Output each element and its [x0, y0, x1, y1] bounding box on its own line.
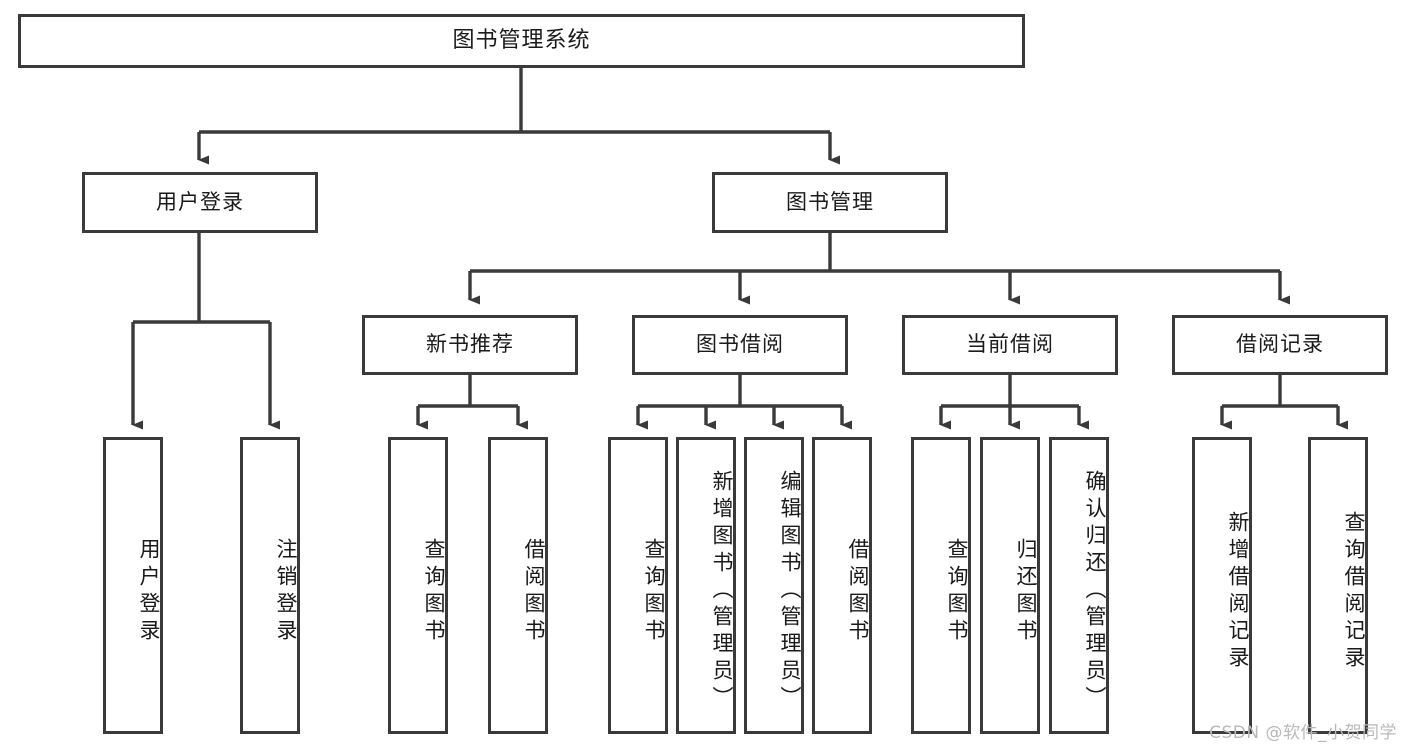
node-leaf-borrow-book-2[interactable]: 借阅图书	[812, 437, 872, 734]
node-borrow-record[interactable]: 借阅记录	[1172, 315, 1388, 375]
node-user-login[interactable]: 用户登录	[82, 172, 318, 233]
node-leaf-user-login[interactable]: 用户登录	[103, 437, 163, 734]
node-book-borrow-label: 图书借阅	[696, 332, 784, 357]
node-leaf-query-book-1-label: 查询图书	[422, 537, 446, 646]
node-current-borrow-label: 当前借阅	[966, 332, 1054, 357]
node-leaf-borrow-book-2-label: 借阅图书	[846, 537, 870, 646]
node-leaf-add-record[interactable]: 新增借阅记录	[1192, 437, 1252, 734]
node-leaf-query-record-label: 查询借阅记录	[1342, 510, 1366, 673]
csdn-watermark: CSDN @软件_小贺同学	[1209, 723, 1397, 743]
node-leaf-edit-book[interactable]: 编辑图书（管理员）	[744, 437, 804, 734]
node-current-borrow[interactable]: 当前借阅	[902, 315, 1118, 375]
node-book-manage[interactable]: 图书管理	[712, 172, 948, 233]
node-leaf-add-record-label: 新增借阅记录	[1226, 510, 1250, 673]
node-user-login-label: 用户登录	[156, 189, 244, 214]
node-leaf-edit-book-label: 编辑图书（管理员）	[778, 470, 802, 713]
node-leaf-user-logout[interactable]: 注销登录	[240, 437, 300, 734]
node-leaf-query-book-1[interactable]: 查询图书	[388, 437, 448, 734]
node-book-borrow[interactable]: 图书借阅	[632, 315, 848, 375]
node-leaf-borrow-book-1-label: 借阅图书	[522, 537, 546, 646]
node-leaf-query-book-2-label: 查询图书	[642, 537, 666, 646]
node-borrow-record-label: 借阅记录	[1236, 332, 1324, 357]
node-leaf-query-book-3[interactable]: 查询图书	[911, 437, 971, 734]
node-leaf-add-book[interactable]: 新增图书（管理员）	[676, 437, 736, 734]
node-leaf-return-book-label: 归还图书	[1014, 537, 1038, 646]
node-leaf-return-book[interactable]: 归还图书	[980, 437, 1040, 734]
node-leaf-query-book-3-label: 查询图书	[945, 537, 969, 646]
node-root-system-label: 图书管理系统	[452, 27, 591, 53]
node-leaf-query-book-2[interactable]: 查询图书	[608, 437, 668, 734]
node-new-book-recommend-label: 新书推荐	[426, 332, 514, 357]
node-leaf-user-logout-label: 注销登录	[274, 537, 298, 646]
node-leaf-add-book-label: 新增图书（管理员）	[710, 470, 734, 713]
node-root-system[interactable]: 图书管理系统	[18, 14, 1025, 68]
node-leaf-confirm-return-label: 确认归还（管理员）	[1083, 470, 1107, 713]
node-new-book-recommend[interactable]: 新书推荐	[362, 315, 578, 375]
node-leaf-query-record[interactable]: 查询借阅记录	[1308, 437, 1368, 734]
node-leaf-confirm-return[interactable]: 确认归还（管理员）	[1049, 437, 1109, 734]
node-leaf-borrow-book-1[interactable]: 借阅图书	[488, 437, 548, 734]
node-book-manage-label: 图书管理	[786, 189, 874, 214]
node-leaf-user-login-label: 用户登录	[137, 537, 161, 646]
